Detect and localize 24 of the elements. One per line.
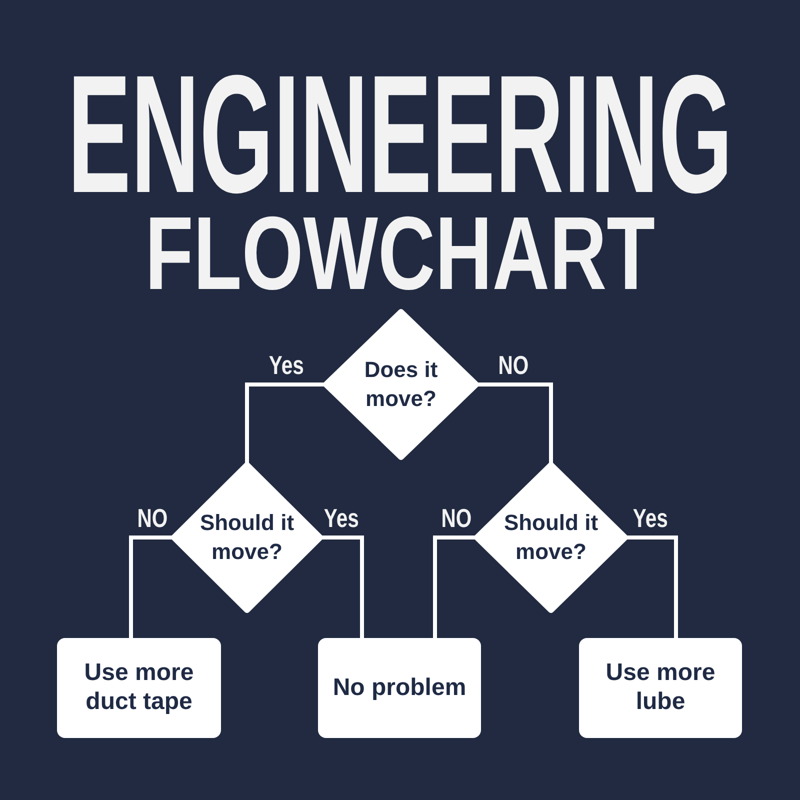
edge-label: Yes [633, 502, 668, 534]
process-box [579, 638, 742, 738]
process-box [318, 638, 481, 738]
edge-label: NO [440, 502, 472, 534]
connector-line [245, 382, 326, 465]
node-text: No problem [332, 674, 466, 702]
node-text: Use more lube [604, 659, 716, 717]
connector-line [320, 536, 364, 638]
node-text: Does it move? [363, 356, 439, 412]
node-text: Use more duct tape [83, 659, 195, 717]
edge-label: Yes [269, 350, 304, 380]
connector-line [129, 536, 174, 638]
connector-line [433, 536, 477, 638]
decision-diamond [174, 465, 320, 610]
edge-label: NO [498, 350, 529, 380]
process-box [57, 638, 221, 738]
node-text: Should it move? [198, 508, 296, 566]
edge-label: Yes [324, 502, 358, 534]
connector-line [476, 382, 553, 465]
decision-diamond [326, 312, 476, 457]
edge-label: NO [137, 502, 168, 534]
decision-diamond [477, 465, 625, 610]
node-text: Should it move? [502, 508, 600, 566]
connector-line [625, 536, 678, 638]
